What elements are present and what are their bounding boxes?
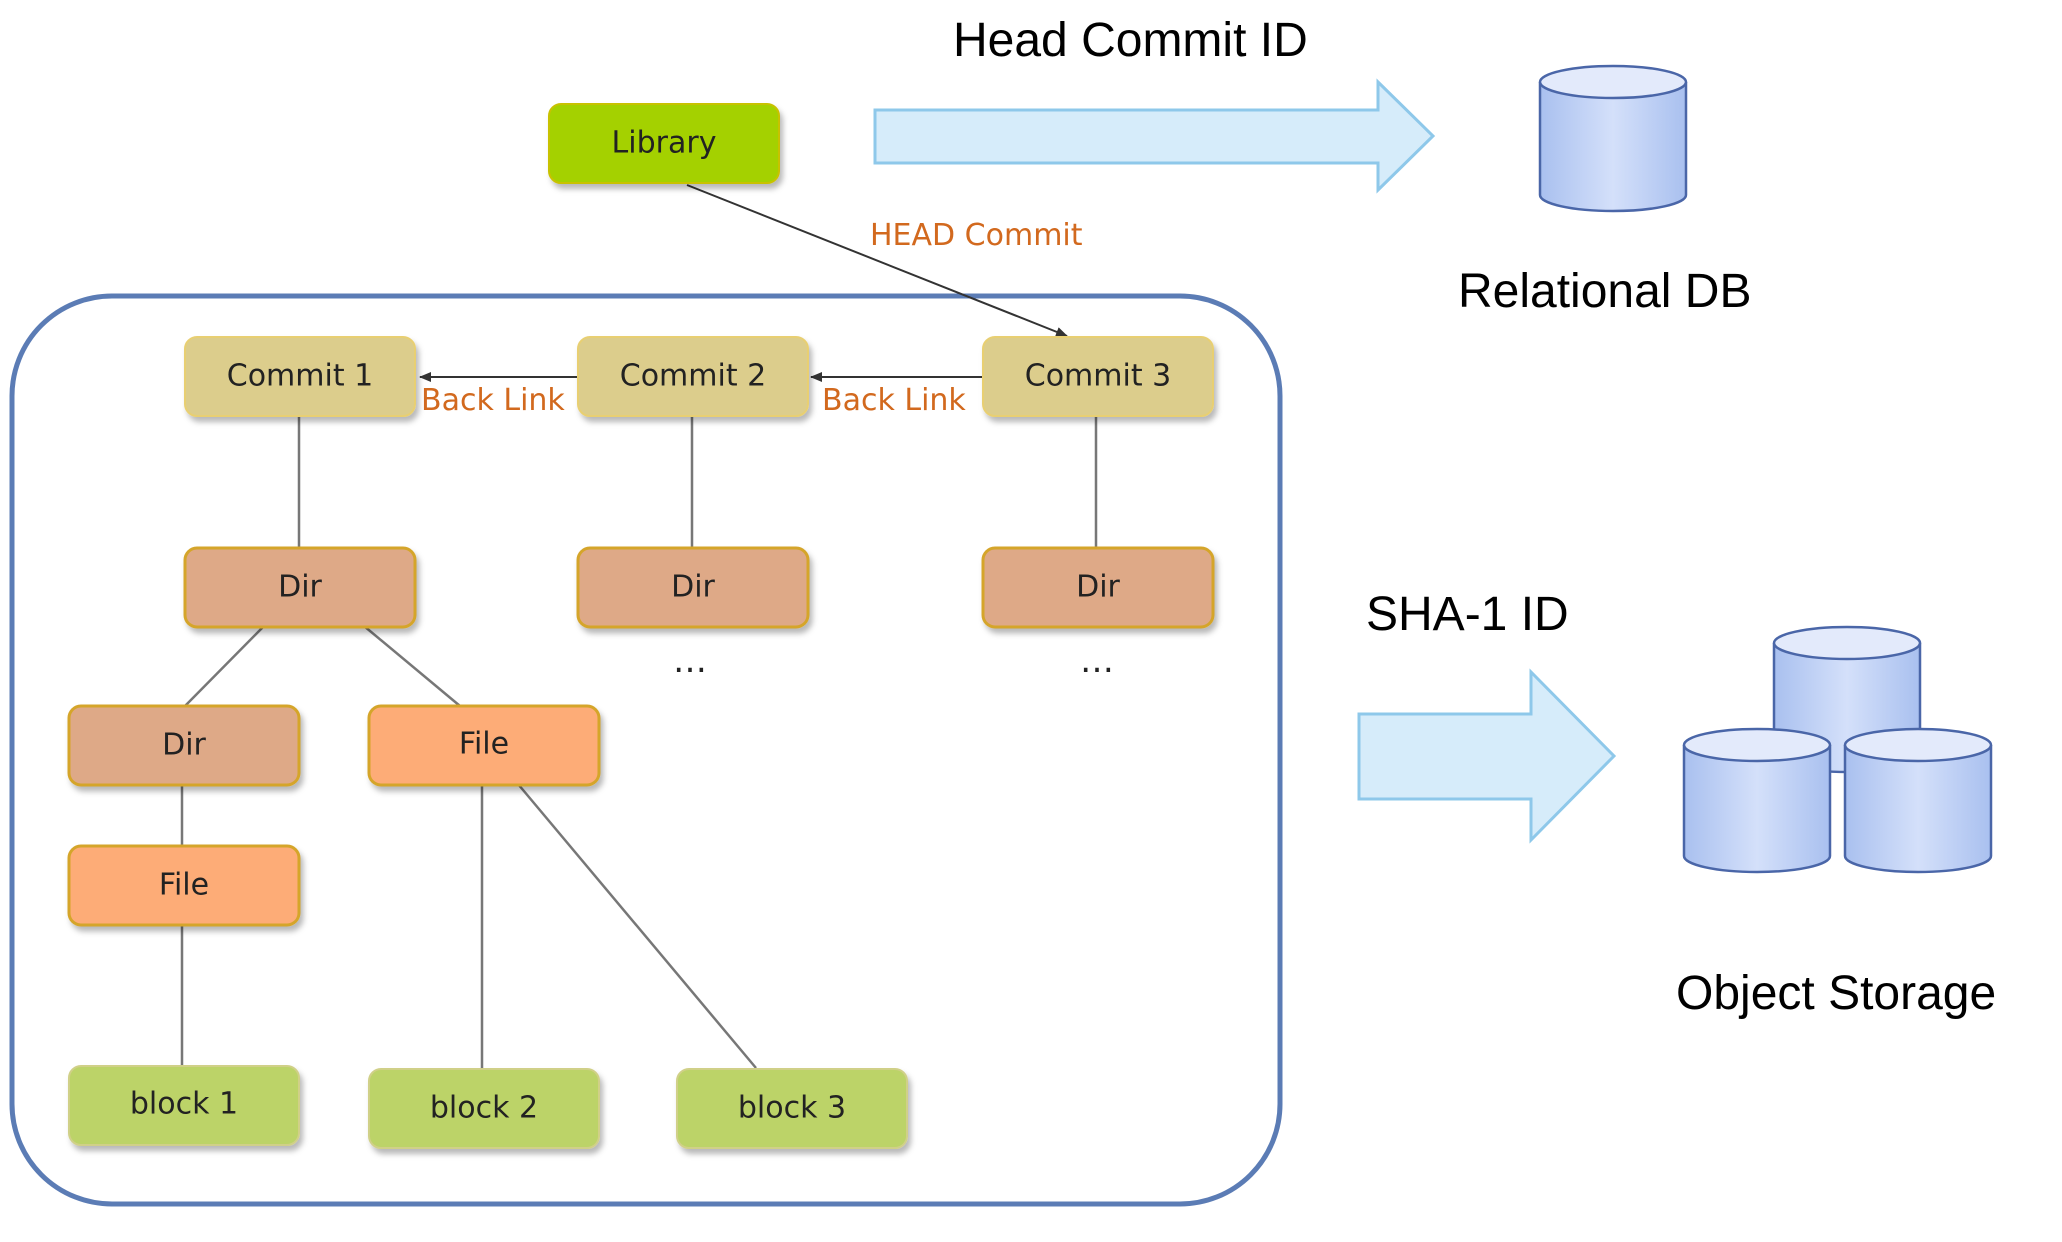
storage-cylinder-left — [1682, 727, 1832, 874]
sha1-id-label: SHA-1 ID — [1366, 588, 1569, 641]
dir-label-4: Dir — [162, 728, 206, 763]
block-node-2 — [368, 1068, 600, 1149]
block-node-1 — [68, 1065, 300, 1146]
head-commit-label: HEAD Commit — [870, 218, 1083, 253]
back-link-label-2: Back Link — [822, 383, 966, 418]
block-label-3: block 3 — [738, 1091, 846, 1126]
file-label-1: File — [159, 868, 209, 903]
block-node-3 — [676, 1068, 908, 1149]
relational-db-label: Relational DB — [1458, 265, 1751, 318]
ellipsis-col3: … — [1080, 641, 1114, 681]
file-node-1 — [67, 844, 301, 927]
dir-node-2 — [576, 546, 810, 629]
commit-label-3: Commit 3 — [1025, 359, 1171, 394]
commit-node-3 — [982, 336, 1214, 417]
object-storage-icon — [1682, 625, 1993, 874]
dir-node-1 — [183, 546, 417, 629]
library-label: Library — [612, 126, 717, 161]
block-label-1: block 1 — [130, 1087, 238, 1122]
dir-label-2: Dir — [671, 570, 715, 605]
tree-edges — [180, 414, 1098, 1070]
file-label-2: File — [459, 727, 509, 762]
relational-db-icon — [1538, 64, 1688, 213]
dir-node-4 — [67, 704, 301, 787]
storage-cylinder-right — [1843, 727, 1993, 874]
commit-label-1: Commit 1 — [227, 359, 373, 394]
commit-label-2: Commit 2 — [620, 359, 766, 394]
library-node — [548, 103, 780, 184]
sha1-id-arrow — [1357, 668, 1617, 844]
dir-label-3: Dir — [1076, 570, 1120, 605]
ellipsis-col2: … — [673, 641, 707, 681]
head-commit-id-label: Head Commit ID — [953, 14, 1308, 67]
block-label-2: block 2 — [430, 1091, 538, 1126]
object-storage-label: Object Storage — [1676, 967, 1996, 1020]
dir-label-1: Dir — [278, 570, 322, 605]
back-link-label-1: Back Link — [421, 383, 565, 418]
commit-node-2 — [577, 336, 809, 417]
commit-node-1 — [184, 336, 416, 417]
repository-container — [9, 293, 1283, 1207]
dir-node-3 — [981, 546, 1215, 629]
head-commit-arrow — [686, 184, 1068, 337]
file-node-2 — [367, 704, 601, 787]
head-commit-id-arrow — [873, 78, 1436, 194]
